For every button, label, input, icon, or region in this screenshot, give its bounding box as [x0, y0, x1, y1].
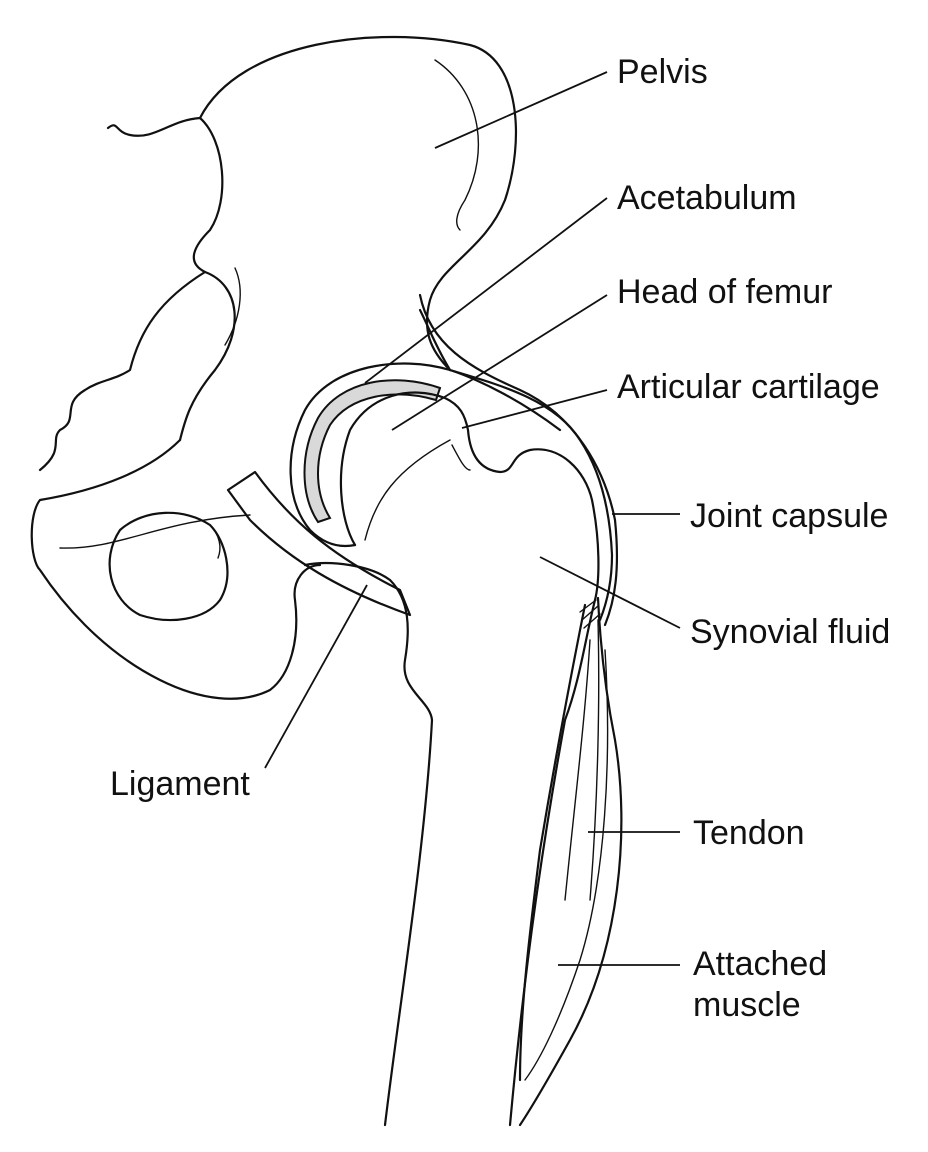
- leader-pelvis: [435, 72, 607, 148]
- label-ligament: Ligament: [110, 765, 250, 803]
- leader-articular-cartilage: [462, 390, 607, 428]
- label-pelvis: Pelvis: [617, 53, 708, 91]
- leader-ligament: [265, 585, 367, 768]
- joint-capsule-line: [420, 295, 617, 625]
- label-joint-capsule: Joint capsule: [690, 497, 888, 535]
- label-tendon: Tendon: [693, 814, 805, 852]
- attached-muscle: [520, 598, 621, 1125]
- femur-bone: [305, 310, 612, 1125]
- label-synovial-fluid: Synovial fluid: [690, 613, 890, 651]
- label-articular-cartilage: Articular cartilage: [617, 368, 880, 406]
- label-attached-muscle-line1: Attached: [693, 945, 827, 983]
- label-acetabulum: Acetabulum: [617, 179, 797, 217]
- leader-acetabulum: [365, 198, 607, 383]
- label-attached-muscle-line2: muscle: [693, 986, 801, 1024]
- leader-head-of-femur: [392, 295, 607, 430]
- leader-synovial-fluid: [540, 557, 680, 628]
- articular-cartilage-band: [305, 380, 441, 522]
- pelvis-bone: [32, 37, 560, 699]
- label-head-of-femur: Head of femur: [617, 273, 832, 311]
